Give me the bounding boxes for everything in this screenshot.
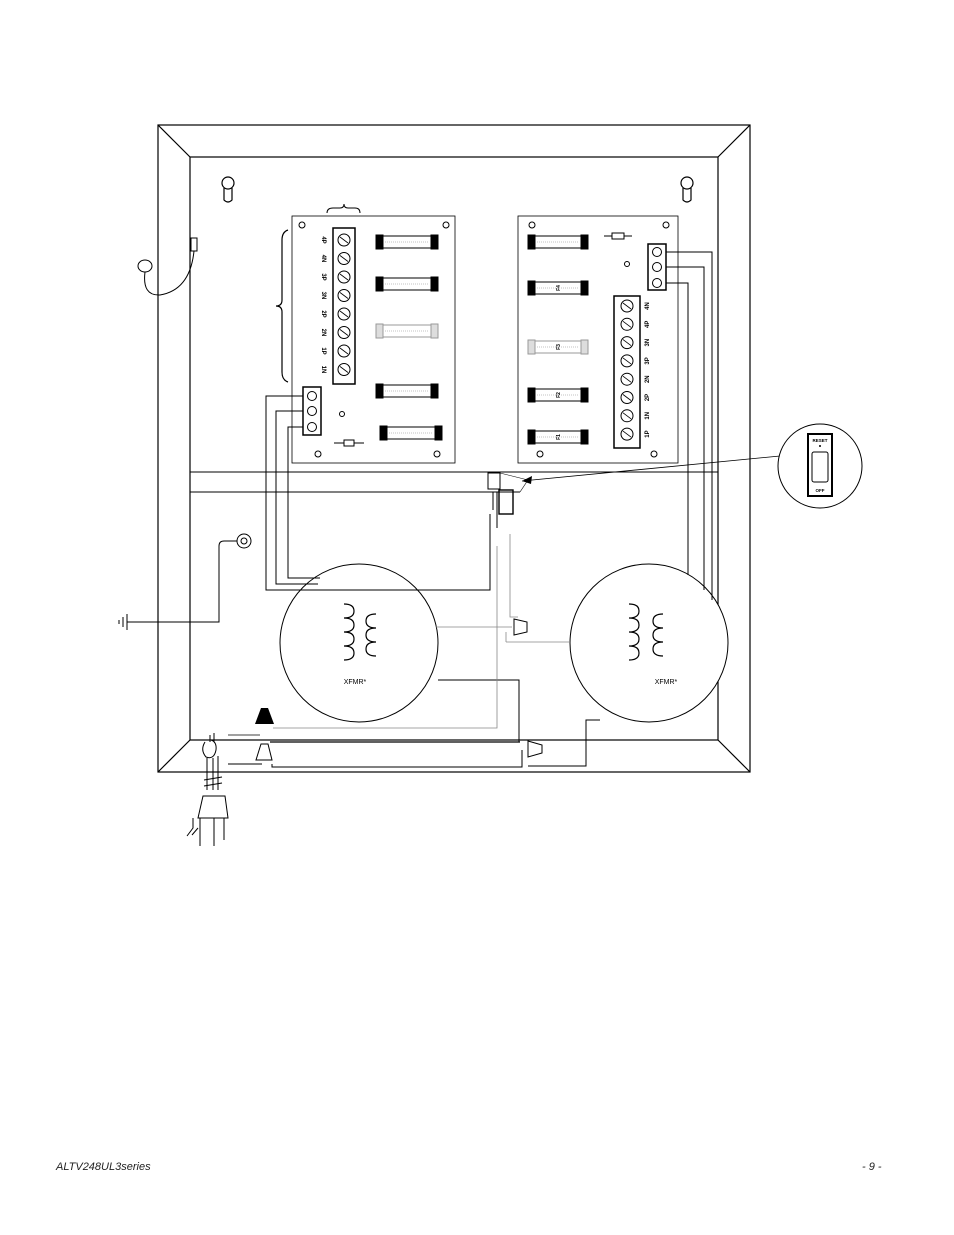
left-terminal-screws: 4P 4N 3P 3N 2P 2N 1P 1N xyxy=(320,233,351,376)
terminal-screw xyxy=(620,391,634,404)
fuse xyxy=(527,387,589,403)
screw-slot xyxy=(622,394,632,401)
fuse xyxy=(375,276,439,292)
right-terminal-label: 3N xyxy=(645,339,651,347)
right-terminal-label: 4N xyxy=(645,302,651,310)
screw-slot xyxy=(339,366,349,373)
keyhole-mount-right xyxy=(680,176,694,203)
left-terminal-label: 2P xyxy=(320,310,326,317)
fuse xyxy=(527,234,589,250)
right-terminal-label: 1N xyxy=(645,412,651,420)
wire-nut-upper xyxy=(513,618,528,636)
right-terminal-label: 4P xyxy=(645,321,651,328)
screw-slot xyxy=(622,375,632,383)
transformer-left-label: XFMR* xyxy=(344,679,367,686)
right-terminal-label: 3P xyxy=(645,357,651,364)
footer-page-number: - 9 - xyxy=(862,1161,882,1173)
right-terminal-label: 1P xyxy=(645,430,651,437)
keyhole-mount-left xyxy=(221,176,235,203)
right-terminal-screws: 4N 4P 3N 3P 2N 2P 1N 1P xyxy=(620,299,651,441)
terminal-screw xyxy=(337,363,351,376)
left-power-board: 4P 4N 3P 3N 2P 2N 1P 1N xyxy=(275,203,456,464)
screw-slot xyxy=(339,310,349,318)
screw-slot xyxy=(339,292,349,299)
fuse xyxy=(527,280,589,296)
right-terminal-label: 2N xyxy=(645,375,651,383)
screw-slot xyxy=(622,320,632,328)
terminal-screw xyxy=(620,427,634,441)
terminal-screw xyxy=(337,270,351,284)
fuse xyxy=(527,339,589,355)
switch-off-label: OFF xyxy=(816,488,825,493)
fuse-label: F2 xyxy=(556,392,562,398)
transformer-right: XFMR* xyxy=(569,563,729,723)
screw-slot xyxy=(339,236,349,244)
screw-slot xyxy=(622,339,632,346)
terminal-screw xyxy=(620,372,634,386)
fuse-label: F4 xyxy=(556,285,562,291)
terminal-screw xyxy=(620,409,634,423)
reset-switch-callout: RESET OFF xyxy=(777,423,863,509)
wire-connector-white xyxy=(255,743,273,761)
left-terminal-label: 3P xyxy=(320,273,326,280)
earth-ground-icon xyxy=(118,614,128,630)
left-terminal-label: 4P xyxy=(320,236,326,243)
ac-line-cord xyxy=(186,733,229,846)
wire-connector-black xyxy=(255,708,274,724)
screw-slot xyxy=(622,430,632,438)
fuse xyxy=(375,323,439,339)
transformer-left: XFMR* xyxy=(279,563,439,723)
terminal-screw xyxy=(337,307,351,321)
terminal-screw xyxy=(337,344,351,358)
transformer-right-label: XFMR* xyxy=(655,679,678,686)
screw-slot xyxy=(339,255,349,262)
fuse xyxy=(375,234,439,250)
terminal-screw xyxy=(620,299,634,313)
wire-nut-lower xyxy=(527,740,543,758)
footer-model: ALTV248UL3series xyxy=(56,1161,151,1173)
switch-reset-label: RESET xyxy=(812,438,827,443)
tamper-switch xyxy=(137,237,198,296)
terminal-screw xyxy=(620,317,634,331)
fuse-label: F1 xyxy=(556,434,562,440)
left-terminal-label: 4N xyxy=(320,255,326,263)
left-terminal-label: 3N xyxy=(320,292,326,300)
terminal-screw xyxy=(337,289,351,302)
terminal-screw xyxy=(337,233,351,247)
screw-slot xyxy=(339,273,349,281)
left-terminal-label: 2N xyxy=(320,329,326,337)
terminal-screw xyxy=(337,252,351,265)
enclosure xyxy=(157,124,751,773)
wiring xyxy=(228,251,713,768)
ground-stud xyxy=(127,533,252,623)
left-fuses xyxy=(375,234,443,441)
fuse-label: F3 xyxy=(556,344,562,350)
circuit-breaker xyxy=(487,472,514,528)
fuse xyxy=(527,429,589,445)
terminal-screw xyxy=(620,354,634,368)
fuse xyxy=(379,425,443,441)
fuse xyxy=(375,383,439,399)
terminal-screw xyxy=(337,326,351,339)
right-terminal-label: 2P xyxy=(645,394,651,401)
screw-slot xyxy=(622,302,632,310)
screw-slot xyxy=(622,357,632,365)
divider-shelf xyxy=(189,471,718,493)
screw-slot xyxy=(339,347,349,355)
screw-slot xyxy=(339,329,349,336)
screw-slot xyxy=(622,412,632,420)
left-terminal-label: 1N xyxy=(320,366,326,374)
left-terminal-label: 1P xyxy=(320,347,326,354)
terminal-screw xyxy=(620,336,634,350)
